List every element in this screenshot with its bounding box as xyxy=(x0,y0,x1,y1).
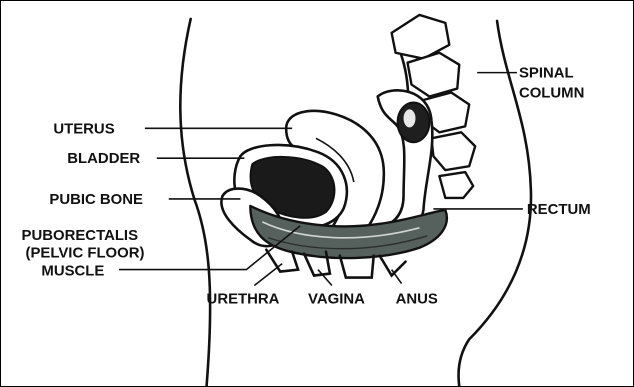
label-bladder: BLADDER xyxy=(67,150,140,167)
label-puborectalis-1: PUBORECTALIS xyxy=(22,227,139,244)
label-rectum: RECTUM xyxy=(527,201,591,218)
label-uterus: UTERUS xyxy=(53,120,114,137)
label-anus: ANUS xyxy=(396,290,438,307)
label-pubic-bone: PUBIC BONE xyxy=(49,191,143,208)
label-urethra: URETHRA xyxy=(207,290,280,307)
label-vagina: VAGINA xyxy=(308,290,365,307)
label-spinal-column-2: COLUMN xyxy=(519,84,584,101)
label-puborectalis-3: MUSCLE xyxy=(41,263,104,280)
label-puborectalis-2: (PELVIC FLOOR) xyxy=(26,245,145,262)
label-spinal-column-1: SPINAL xyxy=(519,65,574,82)
